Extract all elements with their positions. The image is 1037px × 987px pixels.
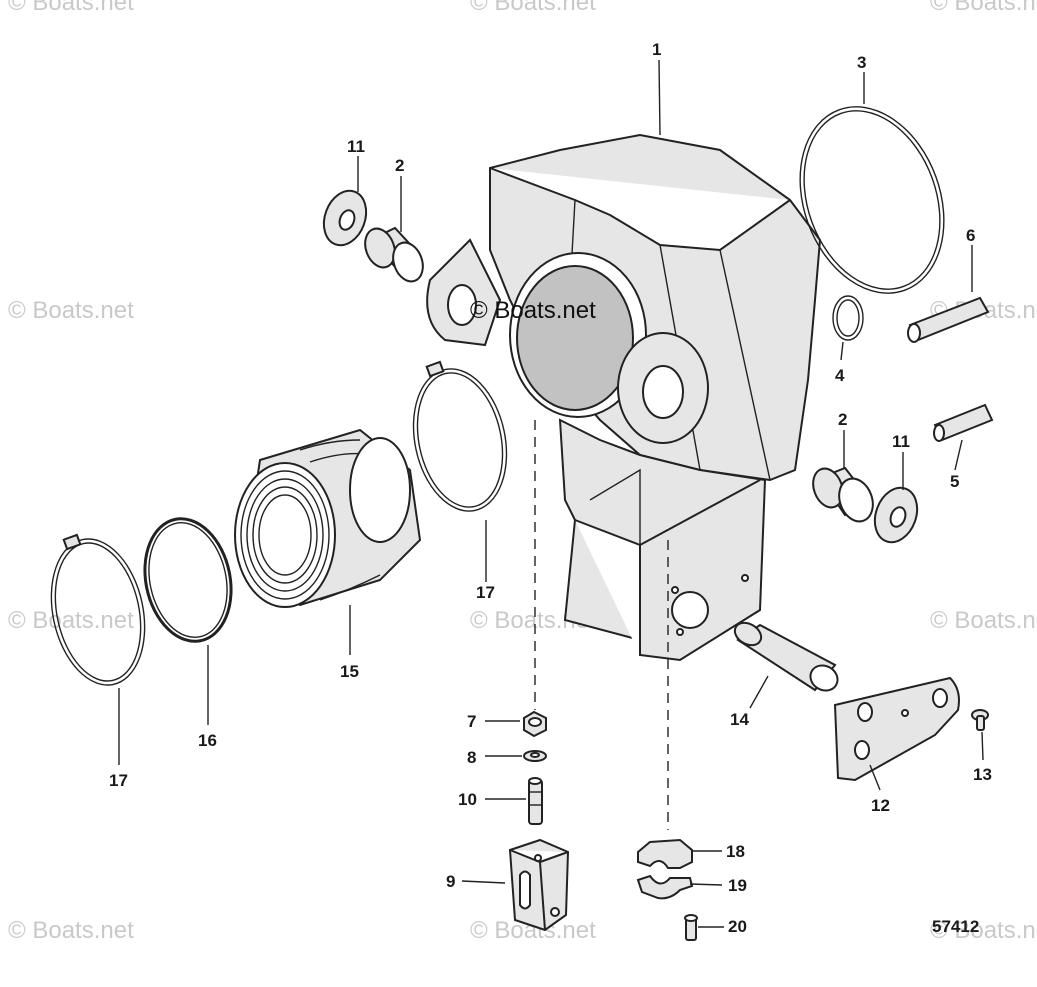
part-11-washer-right [873,486,919,544]
watermark-bottom-left: © Boats.net [8,917,134,944]
part-20-screw [684,914,698,941]
part-10-stud [528,777,543,825]
callout-11-right: 11 [892,432,910,451]
watermark-center: © Boats.net [470,297,596,324]
part-9-bracket [508,838,570,932]
callout-7: 7 [467,712,476,731]
part-2-bushing-left [364,226,424,283]
callout-2-right: 2 [838,410,847,429]
callout-17-lower: 17 [109,771,128,790]
callout-9: 9 [446,872,455,891]
callout-8: 8 [467,748,476,767]
callout-4: 4 [835,366,845,385]
part-4-o-ring-small [832,295,864,341]
part-17-clamp-lower [50,533,146,686]
callout-19: 19 [728,876,747,895]
callout-13: 13 [973,765,992,784]
diagram-id: 57412 [932,917,979,936]
callout-2-left: 2 [395,156,404,175]
part-3-o-ring-large [799,106,945,294]
watermark-top-center: © Boats.net [470,0,596,16]
part-7-nut [523,710,547,738]
callout-12: 12 [871,796,890,815]
part-19-clamp-half-lower [636,874,694,900]
watermarks: © Boats.net © Boats.net © Boats.net © Bo… [8,0,1037,944]
callout-18: 18 [726,842,745,861]
callout-17-upper: 17 [476,583,495,602]
part-5-pin [933,403,994,442]
part-2-bushing-right [812,466,874,523]
callout-5: 5 [950,472,959,491]
part-11-washer-left [322,189,368,247]
watermark-mid-left: © Boats.net [8,297,134,324]
part-6-pin [907,296,990,343]
callouts: 1 2 3 11 6 4 2 11 5 17 15 16 17 7 8 10 9… [109,40,992,936]
part-18-clamp-half-upper [637,838,693,869]
callout-10: 10 [458,790,477,809]
part-15-bellows [234,428,422,608]
part-16-ring [143,517,233,643]
watermark-bottom-right: © Boats.net [930,917,1037,944]
callout-20: 20 [728,917,747,936]
callout-3: 3 [857,53,866,72]
watermark-top-left: © Boats.net [8,0,134,16]
part-12-plate [833,676,960,782]
part-1-gimbal-housing [426,133,822,662]
callout-6: 6 [966,226,975,245]
leader-lines [118,59,984,928]
callout-14: 14 [730,710,749,729]
watermark-lower-left: © Boats.net [8,607,134,634]
part-14-pivot-pin [733,621,839,692]
part-8-washer [523,750,547,762]
callout-15: 15 [340,662,359,681]
callout-1: 1 [652,40,661,59]
watermark-lower-right: © Boats.net [930,607,1037,634]
part-13-screw [971,709,989,731]
callout-11-left: 11 [347,137,365,156]
callout-16: 16 [198,731,217,750]
part-17-clamp-upper [412,360,508,512]
watermark-top-right: © Boats.net [930,0,1037,16]
